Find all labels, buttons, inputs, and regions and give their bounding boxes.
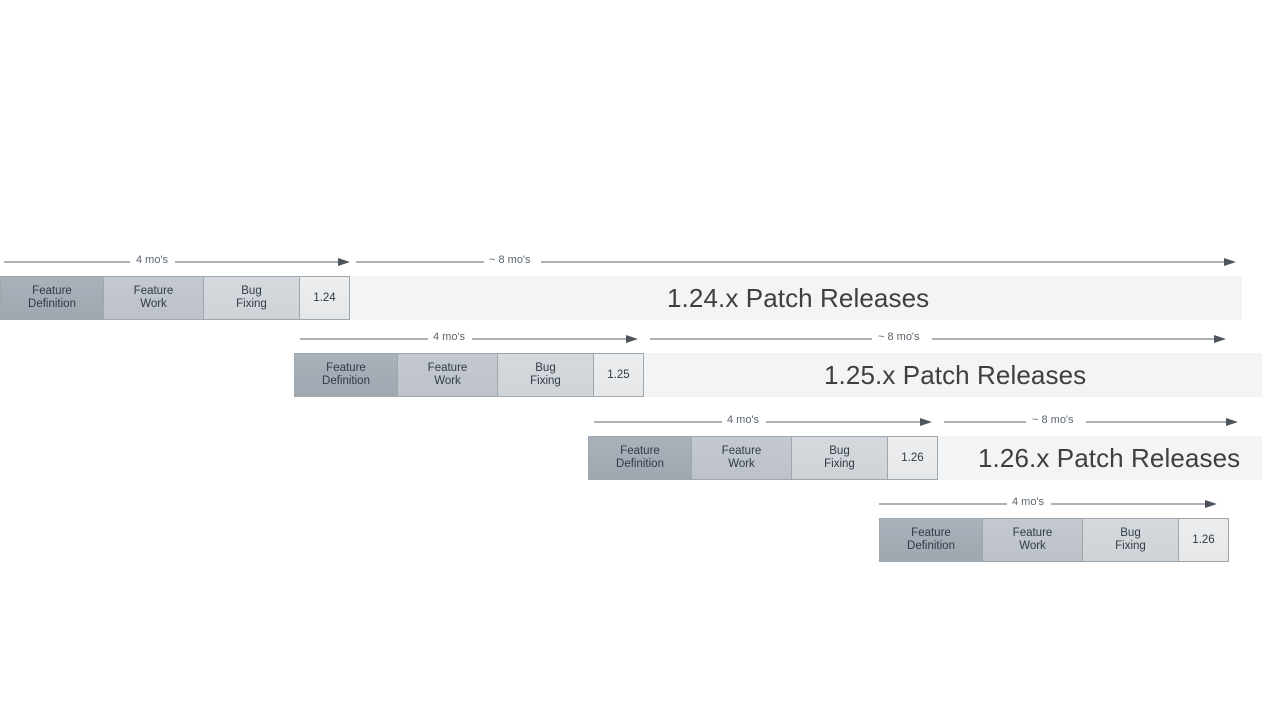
phase-label-line2: Definition [616, 458, 664, 470]
phase-label-line1: Bug [829, 445, 850, 457]
phase-label-line2: Definition [28, 298, 76, 310]
phase-label-line2: Definition [907, 540, 955, 552]
phase-feature-definition[interactable]: Feature Definition [0, 276, 104, 320]
phase-feature-work[interactable]: Feature Work [397, 353, 498, 397]
measure-dev-1-24: 4 mo's [0, 252, 350, 272]
version-box-1-26-next[interactable]: 1.26 [1178, 518, 1229, 562]
version-label: 1.26 [1192, 533, 1215, 546]
measure-dev-1-26: 4 mo's [594, 412, 932, 432]
version-label: 1.26 [901, 451, 924, 464]
phase-bug-fixing[interactable]: Bug Fixing [791, 436, 888, 480]
phase-strip-1-24: Feature Definition Feature Work Bug Fixi… [0, 276, 352, 320]
phase-label-line1: Bug [241, 285, 262, 297]
measure-arrow-patch-icon [944, 418, 1238, 426]
measure-label-patch: ~ 8 mo's [878, 331, 920, 343]
phase-label-line1: Feature [427, 362, 468, 374]
phase-label-line1: Feature [721, 445, 762, 457]
measure-patch-1-26: ~ 8 mo's [944, 412, 1238, 432]
phase-strip-1-25: Feature Definition Feature Work Bug Fixi… [294, 353, 646, 397]
measure-label-dev: 4 mo's [136, 254, 169, 266]
phase-label-line2: Fixing [1115, 540, 1146, 552]
patch-release-label-1-26: 1.26.x Patch Releases [978, 443, 1241, 473]
phase-label-line2: Work [1019, 540, 1046, 552]
version-box-1-24[interactable]: 1.24 [299, 276, 350, 320]
measure-patch-1-25: ~ 8 mo's [650, 329, 1226, 349]
phase-feature-definition[interactable]: Feature Definition [879, 518, 983, 562]
phase-feature-definition[interactable]: Feature Definition [294, 353, 398, 397]
phase-strip-1-26: Feature Definition Feature Work Bug Fixi… [588, 436, 940, 480]
phase-bug-fixing[interactable]: Bug Fixing [497, 353, 594, 397]
phase-strip-1-26-next: Feature Definition Feature Work Bug Fixi… [879, 518, 1231, 562]
measure-arrow-dev-icon [879, 500, 1217, 508]
patch-release-label-1-25: 1.25.x Patch Releases [824, 360, 1087, 390]
measure-label-patch: ~ 8 mo's [489, 254, 531, 266]
measure-dev-1-26-next: 4 mo's [879, 494, 1217, 514]
measure-arrow-dev-icon [594, 418, 932, 426]
measure-arrow-patch-icon [356, 258, 1236, 266]
phase-label-line1: Bug [535, 362, 556, 374]
measure-dev-1-25: 4 mo's [300, 329, 638, 349]
measure-label-dev: 4 mo's [1012, 496, 1045, 508]
phase-bug-fixing[interactable]: Bug Fixing [203, 276, 300, 320]
version-box-1-26[interactable]: 1.26 [887, 436, 938, 480]
measure-arrow-dev-icon [300, 335, 638, 343]
phase-label-line2: Work [140, 298, 167, 310]
patch-release-label-1-24: 1.24.x Patch Releases [667, 283, 930, 313]
phase-label-line1: Feature [620, 445, 660, 457]
phase-label-line1: Feature [326, 362, 366, 374]
phase-feature-definition[interactable]: Feature Definition [588, 436, 692, 480]
measure-arrow-patch-icon [650, 335, 1226, 343]
phase-label-line1: Feature [1012, 527, 1053, 539]
measure-patch-1-24: ~ 8 mo's [356, 252, 1236, 272]
measure-label-dev: 4 mo's [727, 414, 760, 426]
phase-label-line2: Fixing [530, 375, 561, 387]
phase-feature-work[interactable]: Feature Work [691, 436, 792, 480]
phase-label-line2: Work [434, 375, 461, 387]
phase-label-line1: Feature [911, 527, 951, 539]
phase-label-line1: Bug [1120, 527, 1141, 539]
phase-label-line2: Fixing [236, 298, 267, 310]
phase-label-line2: Fixing [824, 458, 855, 470]
phase-bug-fixing[interactable]: Bug Fixing [1082, 518, 1179, 562]
version-box-1-25[interactable]: 1.25 [593, 353, 644, 397]
phase-label-line2: Work [728, 458, 755, 470]
measure-label-patch: ~ 8 mo's [1032, 414, 1074, 426]
measure-label-dev: 4 mo's [433, 331, 466, 343]
measure-arrow-dev-icon [4, 258, 350, 266]
phase-label-line1: Feature [32, 285, 72, 297]
version-label: 1.24 [313, 291, 336, 304]
phase-label-line2: Definition [322, 375, 370, 387]
phase-feature-work[interactable]: Feature Work [982, 518, 1083, 562]
phase-feature-work[interactable]: Feature Work [103, 276, 204, 320]
version-label: 1.25 [607, 368, 630, 381]
phase-label-line1: Feature [133, 285, 174, 297]
